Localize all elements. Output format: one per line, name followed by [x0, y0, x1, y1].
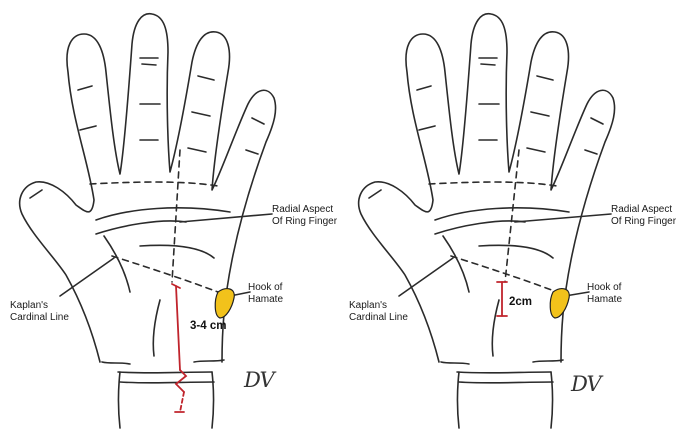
initials: DV: [571, 372, 601, 396]
initials: DV: [244, 368, 274, 392]
incision-length-label: 3-4 cm: [190, 320, 226, 332]
incision-line-left: [172, 284, 186, 412]
ring-finger-label: Radial Aspect Of Ring Finger: [272, 204, 337, 228]
hamate-label: Hook of Hamate: [248, 282, 283, 306]
hamate-marker-right: [550, 289, 569, 318]
ring-finger-label: Radial Aspect Of Ring Finger: [611, 204, 676, 228]
incision-length-label: 2cm: [509, 296, 532, 308]
kaplan-label: Kaplan's Cardinal Line: [10, 300, 69, 324]
hand-diagram-left: Radial Aspect Of Ring Finger Hook of Ham…: [0, 0, 338, 432]
hamate-label: Hook of Hamate: [587, 282, 622, 306]
kaplan-label: Kaplan's Cardinal Line: [349, 300, 408, 324]
incision-line-right: [497, 282, 507, 316]
hamate-marker-left: [215, 289, 234, 318]
hand-diagram-right: Radial Aspect Of Ring Finger Hook of Ham…: [339, 0, 677, 432]
